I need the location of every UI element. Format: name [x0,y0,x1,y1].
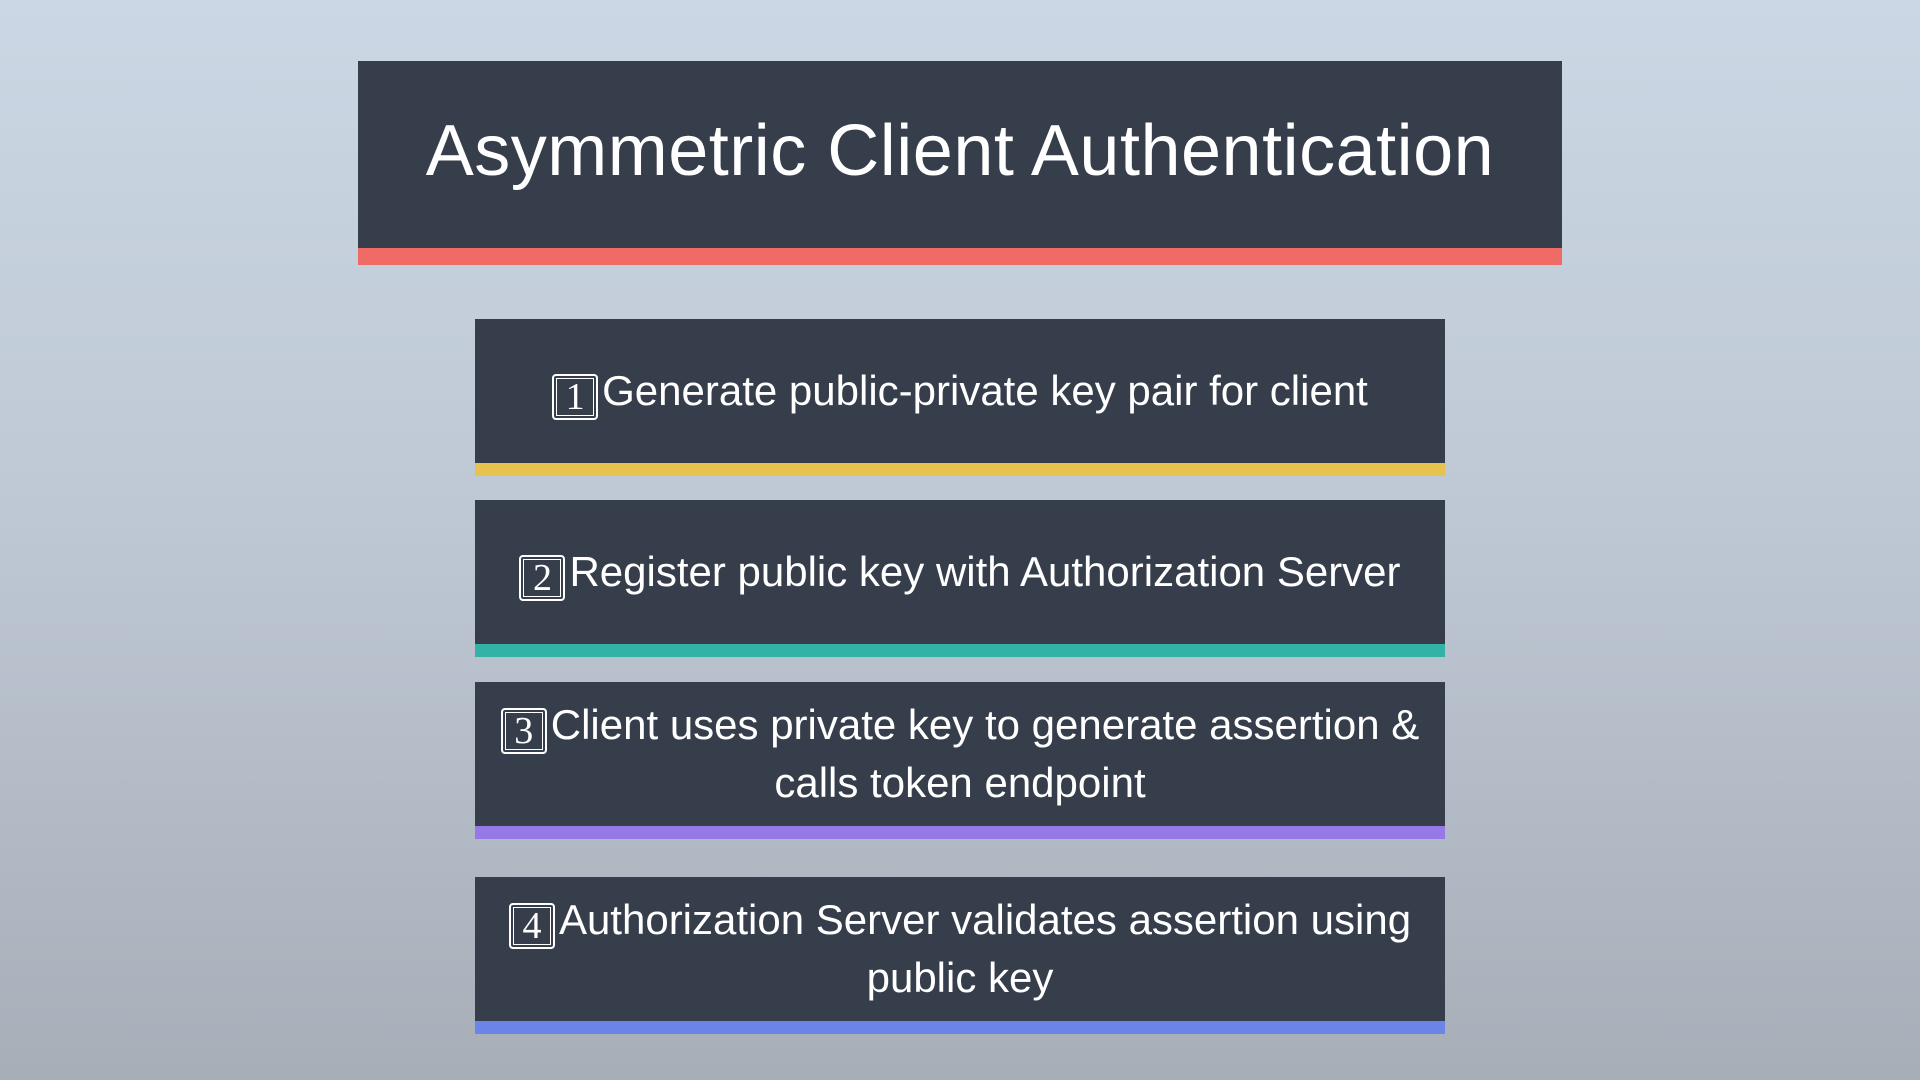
step-accent-bar-1 [475,463,1445,476]
step-text-2: Register public key with Authorization S… [569,548,1401,595]
title-accent-bar [358,248,1562,265]
step-text-1: Generate public-private key pair for cli… [602,367,1368,414]
step-accent-bar-3 [475,826,1445,839]
title-panel: Asymmetric Client Authentication [358,61,1562,265]
step-accent-bar-4 [475,1021,1445,1034]
step-number-badge-1: 1 [552,374,599,420]
step-number-badge-4: 4 [508,903,555,949]
step-accent-bar-2 [475,644,1445,657]
step-number-badge-2: 2 [519,555,566,601]
step-text-4: Authorization Server validates assertion… [558,896,1412,1001]
slide-title: Asymmetric Client Authentication [425,111,1495,191]
step-text-3: Client uses private key to generate asse… [550,701,1420,806]
step-number-badge-3: 3 [500,708,547,754]
